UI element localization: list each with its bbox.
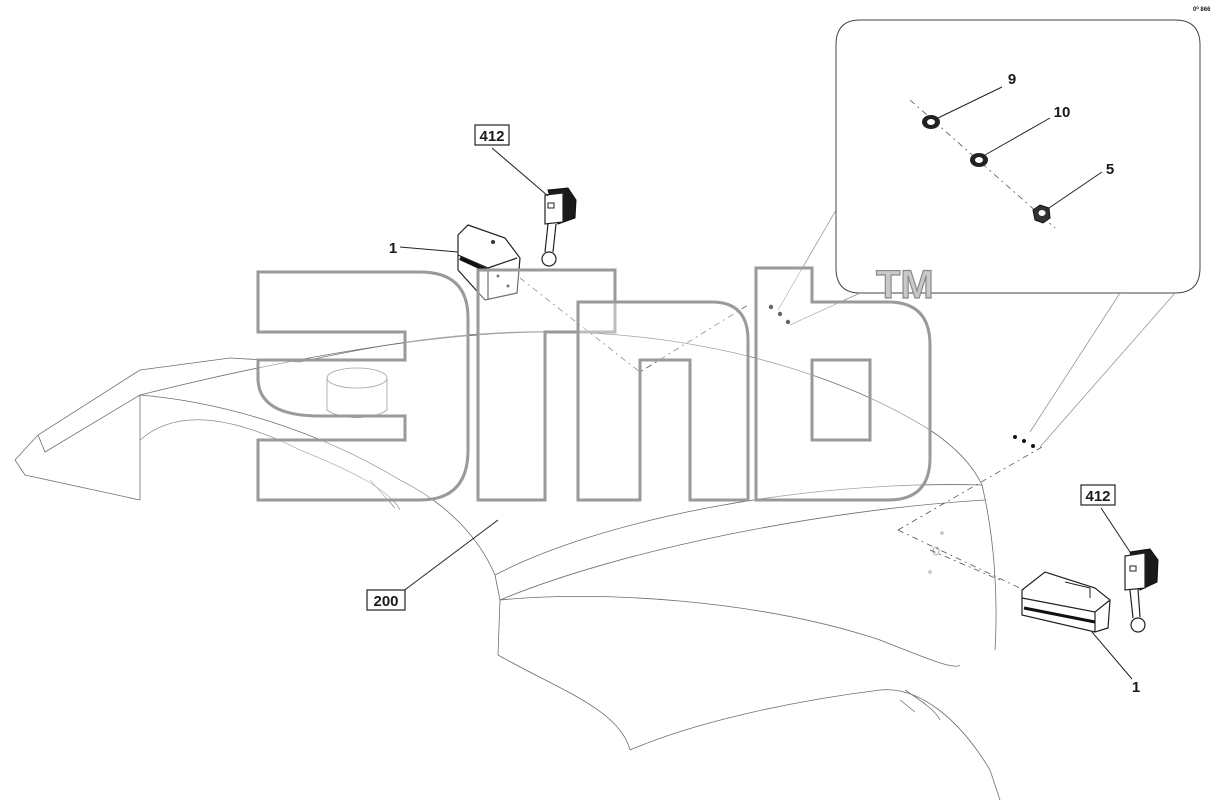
bracket-left	[541, 187, 577, 267]
hardware-stack	[909, 99, 1056, 229]
fastener-cluster-right	[1013, 435, 1035, 448]
label-412-left: 412	[479, 128, 504, 145]
detail-callout	[777, 19, 1201, 448]
lamp-left	[457, 224, 521, 301]
label-1-right: 1	[1132, 679, 1140, 696]
label-412-right: 412	[1085, 488, 1110, 505]
watermark-trademark: TM	[876, 263, 934, 307]
lock-washer-10	[970, 153, 988, 167]
corner-code: 0⁰ 866	[1193, 6, 1211, 13]
label-box-200	[366, 589, 406, 611]
watermark-logo: TM	[256, 262, 934, 502]
label-200: 200	[373, 593, 398, 610]
assembly-centerlines	[519, 277, 1043, 591]
label-1-left: 1	[389, 240, 397, 257]
label-9: 9	[1008, 71, 1016, 88]
leader-lines	[399, 86, 1133, 680]
callout-labels: 412 1 9 10 5 412 1 200	[366, 71, 1140, 696]
bracket-right	[1124, 548, 1159, 633]
lamp-right	[1021, 571, 1111, 633]
nut-5	[1032, 204, 1051, 224]
washer-9	[922, 115, 940, 129]
label-10: 10	[1054, 104, 1071, 121]
fastener-cluster-left	[768, 304, 791, 325]
label-box-412-right	[1080, 484, 1116, 506]
label-5: 5	[1106, 161, 1114, 178]
label-box-412-left	[474, 124, 510, 146]
